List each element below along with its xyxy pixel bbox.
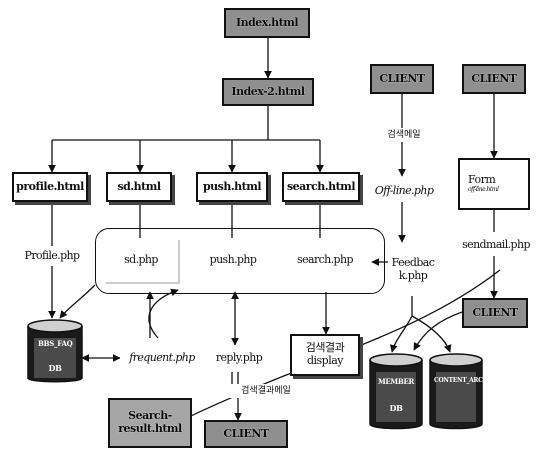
push-php-node[interactable]: push.php — [196, 238, 270, 282]
search-php-node[interactable]: search.php — [284, 238, 366, 282]
content-database[interactable]: CONTENT_ARCHIVE — [428, 352, 500, 432]
push-html-label: push.html — [202, 179, 262, 193]
search-html-label: search.html — [286, 179, 356, 193]
form-sub-label: off-line.html — [468, 185, 499, 193]
reply-edge-label: 검색결과메일 — [226, 384, 306, 398]
client-form-node[interactable]: CLIENT — [462, 64, 526, 94]
frequent-php-label: frequent.php — [129, 350, 195, 364]
client-form-label: CLIENT — [471, 71, 517, 85]
member-database-label: DB — [389, 403, 403, 413]
client-right-node[interactable]: CLIENT — [462, 298, 528, 328]
client-right-label: CLIENT — [472, 305, 518, 319]
search-result-line2: result.html — [118, 422, 182, 435]
search-result-line1: Search- — [128, 409, 172, 423]
edge-group-db — [59, 284, 96, 319]
index2-html-label: Index-2.html — [231, 84, 305, 98]
offline-edge-label-text: 검색메일 — [387, 129, 421, 140]
client-bottom-label: CLIENT — [223, 426, 269, 440]
member-database-cylinder — [369, 353, 423, 430]
edge-group-frequent — [148, 288, 179, 339]
search-result-node[interactable]: Search- result.html — [108, 398, 192, 448]
profile-html-node[interactable]: profile.html — [12, 172, 88, 202]
php-group-container — [95, 228, 385, 294]
index-html-label: Index.html — [235, 15, 299, 29]
search-display-line2: display — [306, 354, 344, 367]
bbs-database-cylinder — [27, 319, 83, 383]
sendmail-php-label: sendmail.php — [462, 237, 530, 251]
profile-php-label: Profile.php — [24, 248, 81, 262]
reply-php-label: reply.php — [215, 351, 263, 365]
search-php-label: search.php — [297, 252, 353, 266]
reply-edge-label-text: 검색결과메일 — [241, 385, 291, 396]
sd-html-node[interactable]: sd.html — [106, 172, 172, 202]
form-node[interactable]: Form off-line.html — [458, 158, 530, 210]
reply-php-node[interactable]: reply.php — [206, 345, 272, 372]
frequent-php-node[interactable]: frequent.php — [120, 348, 204, 368]
sd-php-node[interactable]: sd.php — [104, 238, 178, 282]
offline-php-node[interactable]: Off-line.php — [366, 180, 442, 202]
profile-html-label: profile.html — [16, 179, 84, 193]
client-bottom-node[interactable]: CLIENT — [204, 420, 288, 448]
client-offline-node[interactable]: CLIENT — [370, 64, 434, 94]
index2-html-node[interactable]: Index-2.html — [222, 78, 314, 106]
index-html-node[interactable]: Index.html — [224, 8, 310, 38]
offline-php-label: Off-line.php — [374, 183, 434, 197]
edge-feedback-split — [389, 315, 413, 353]
member-database[interactable]: MEMBER DB — [368, 352, 424, 432]
content-database-cylinder — [429, 353, 483, 430]
edge-feedback-split-right — [411, 315, 452, 353]
edge-client-db — [413, 311, 463, 351]
search-display-line1: 검색결과 — [305, 341, 345, 355]
bbs-database-label: DB — [48, 363, 62, 373]
content-database-top-label: CONTENT_ARCHIVE — [434, 377, 500, 384]
sendmail-php-node[interactable]: sendmail.php — [460, 234, 532, 256]
profile-php-node[interactable]: Profile.php — [10, 246, 94, 266]
feedback-line1: Feedbac — [391, 256, 435, 270]
sd-html-label: sd.html — [117, 179, 161, 193]
push-html-node[interactable]: push.html — [196, 172, 268, 202]
bbs-database[interactable]: BBS_FAQ DB — [26, 318, 84, 386]
feedback-line2: k.php — [398, 269, 428, 282]
search-display-node[interactable]: 검색결과 display — [290, 334, 360, 376]
offline-edge-label: 검색메일 — [382, 128, 426, 142]
client-offline-label: CLIENT — [379, 71, 425, 85]
feedback-php-node[interactable]: Feedbac k.php — [390, 244, 436, 296]
push-php-label: push.php — [209, 252, 257, 266]
member-database-top-label: MEMBER — [377, 377, 415, 386]
search-html-node[interactable]: search.html — [282, 172, 360, 202]
form-label: Form — [468, 173, 496, 187]
bbs-database-top-label: BBS_FAQ — [38, 339, 73, 348]
sd-php-label: sd.php — [124, 252, 158, 266]
